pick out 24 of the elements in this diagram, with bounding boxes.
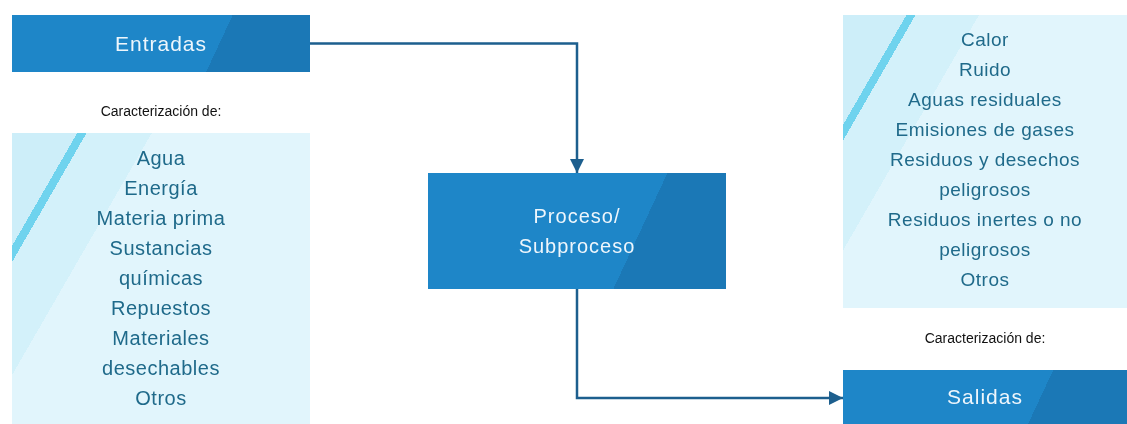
list-item: Energía	[124, 176, 198, 201]
list-item: Residuos inertes o no peligrosos	[886, 208, 1084, 262]
list-item: Aguas residuales	[908, 88, 1062, 112]
arrow	[575, 289, 843, 405]
list-item: Calor	[961, 28, 1009, 52]
box-label: Proceso/ Subproceso	[517, 204, 637, 259]
list-item: Emisiones de gases	[895, 118, 1075, 142]
arrow	[310, 42, 584, 173]
node-label: Caracterización de:	[923, 330, 1047, 346]
list-item: Ruido	[958, 58, 1012, 82]
node-label: Caracterización de:	[99, 103, 223, 119]
list-item: Materiales desechables	[101, 326, 221, 381]
list-item: Agua	[136, 146, 186, 171]
box-label: Salidas	[947, 384, 1023, 411]
process-box	[843, 370, 1127, 424]
process-box	[12, 15, 310, 72]
list-item: Sustancias químicas	[108, 236, 214, 291]
process-box	[428, 173, 726, 289]
list-item: Repuestos	[110, 296, 212, 321]
list-item: Materia prima	[96, 206, 226, 231]
box-label: Entradas	[114, 30, 208, 57]
list-item: Otros	[960, 268, 1010, 292]
list-item: Otros	[135, 386, 187, 411]
list-item: Residuos y desechos peligrosos	[888, 148, 1082, 202]
